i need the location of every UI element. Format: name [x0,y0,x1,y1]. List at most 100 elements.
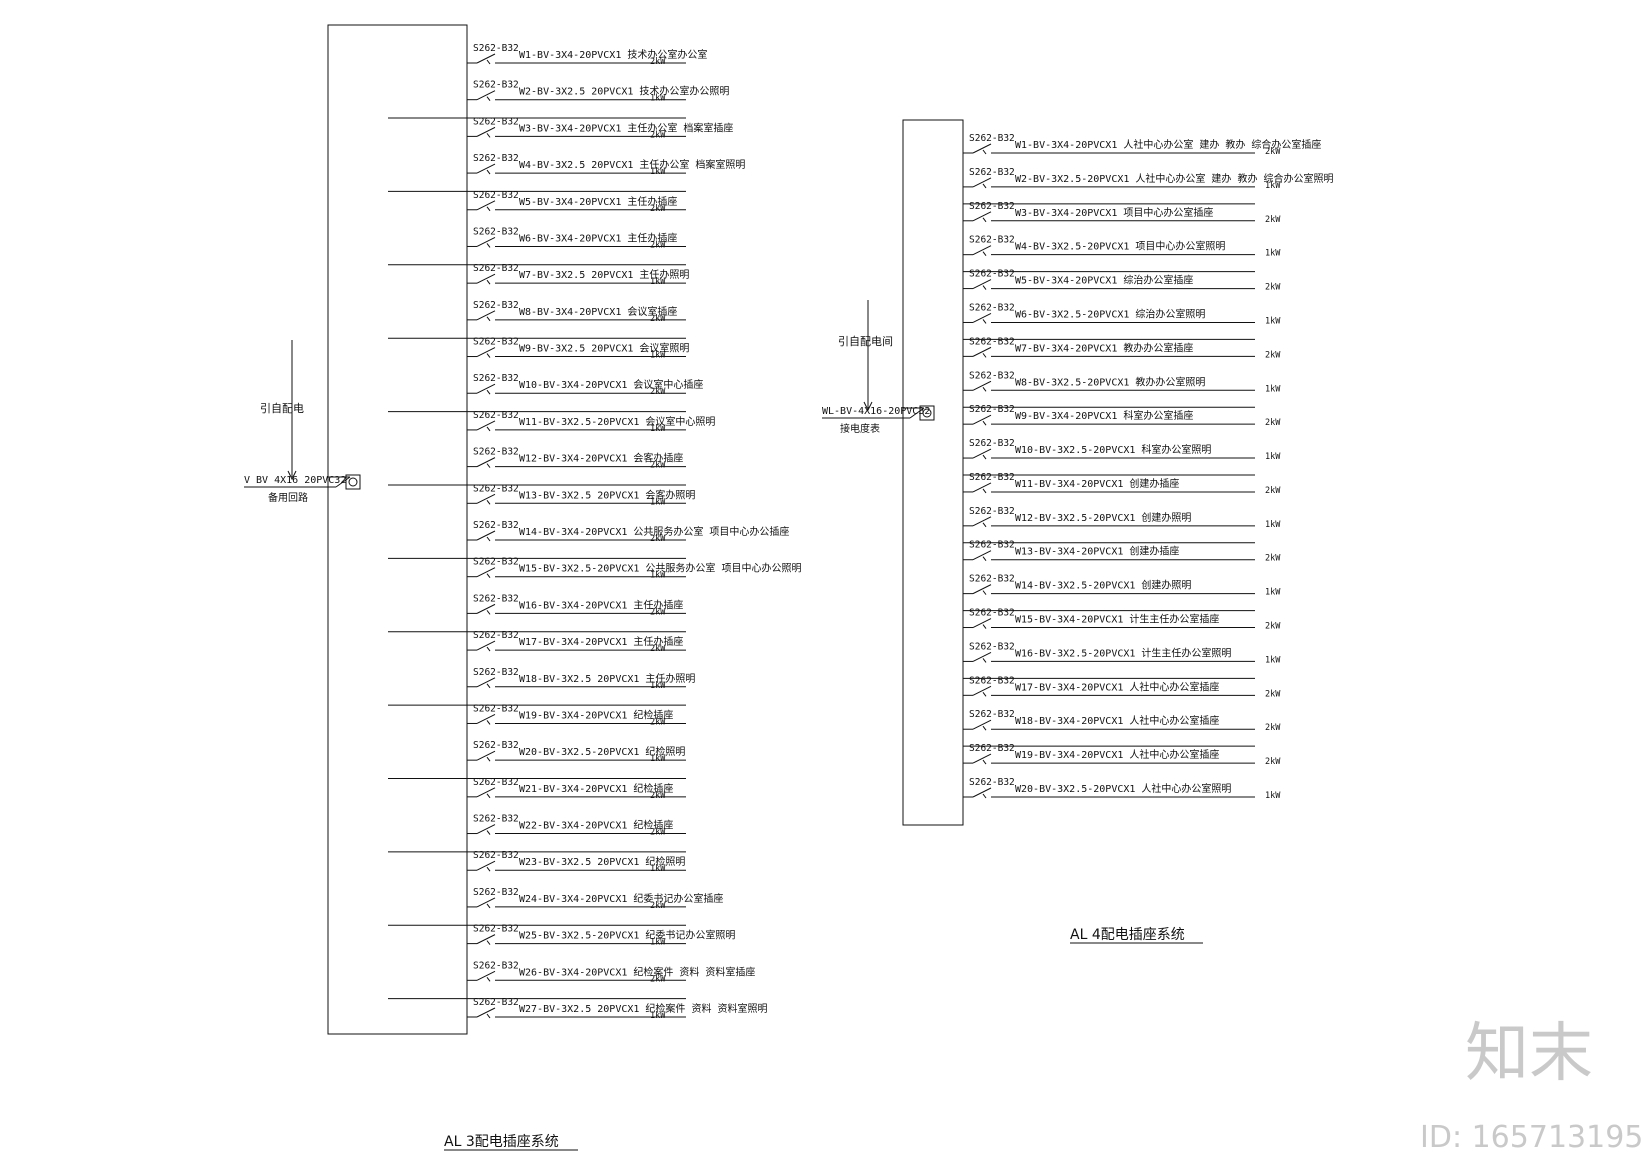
switch-mark [982,488,987,494]
breaker-label: S262-B32 [473,850,519,861]
circuit-label: W8-BV-3X4-20PVCX1 会议室插座 [519,305,677,318]
switch-mark [486,96,491,101]
circuit-label: W12-BV-3X2.5-20PVCX1 创建办照明 [1015,511,1191,524]
switch-blade [972,753,992,764]
power-label: 2kW [650,240,666,250]
switch-blade [972,516,992,527]
circuit-label: W6-BV-3X4-20PVCX1 主任办插座 [519,231,677,244]
switch-blade [476,824,496,834]
breaker-label: S262-B32 [473,190,519,201]
switch-mark [982,183,987,189]
circuit-label: W22-BV-3X4-20PVCX1 纪检插座 [519,819,673,832]
switch-blade [972,787,992,798]
circuit-label: W26-BV-3X4-20PVCX1 纪检案件 资料 资料室插座 [519,965,755,978]
switch-mark [486,59,491,65]
circuit-label: W18-BV-3X2.5 20PVCX1 主任办照明 [519,672,695,685]
breaker-label: S262-B32 [969,641,1015,652]
breaker-label: S262-B32 [969,608,1015,619]
circuit-label: W13-BV-3X4-20PVCX1 创建办插座 [1015,545,1179,558]
switch-blade [476,200,496,211]
circuit-label: W15-BV-3X4-20PVCX1 计生主任办公室插座 [1015,613,1219,626]
breaker-label: S262-B32 [969,269,1015,280]
meter-icon [348,477,358,487]
switch-blade [476,493,496,504]
switch-blade [476,237,496,247]
breaker-label: S262-B32 [473,777,519,788]
switch-mark [982,522,987,528]
feed-cable-label: V BV 4X16 20PVC32 [244,475,346,486]
power-label: 1kW [650,938,666,948]
power-label: 2kW [650,314,666,324]
breaker-label: S262-B32 [969,370,1015,381]
switch-blade [476,420,496,431]
switch-mark [486,793,491,799]
power-label: 1kW [1265,249,1281,259]
power-label: 2kW [650,717,666,727]
breaker-label: S262-B32 [969,777,1015,788]
switch-blade [476,640,496,651]
feed-cable-label: WL-BV-4X16-20PVC32 [822,406,930,417]
breaker-label: S262-B32 [969,133,1015,144]
watermark-logo: 知末 [1465,1017,1593,1091]
switch-mark [486,720,491,725]
breaker-label: S262-B32 [473,593,519,604]
switch-mark [486,133,491,138]
power-label: 1kW [1265,791,1281,801]
feed-label: 引自配电 [260,401,304,415]
breaker-label: S262-B32 [969,404,1015,415]
breaker-label: S262-B32 [473,924,519,935]
switch-mark [486,536,491,542]
circuit-label: W18-BV-3X4-20PVCX1 人社中心办公室插座 [1015,714,1219,727]
switch-blade [972,211,992,222]
meter-box [919,405,935,421]
switch-mark [982,149,987,155]
power-label: 1kW [1265,316,1281,326]
power-label: 1kW [1265,384,1281,394]
switch-blade [972,279,992,290]
switch-mark [982,590,987,595]
circuit-label: W15-BV-3X2.5-20PVCX1 公共服务办公室 项目中心办公照明 [519,562,801,575]
switch-mark [982,658,987,663]
circuit-label: W2-BV-3X2.5 20PVCX1 技术办公室办公照明 [519,85,729,98]
circuit-label: W5-BV-3X4-20PVCX1 综治办公室插座 [1015,274,1193,287]
switch-mark [982,454,987,460]
circuit-label: W8-BV-3X2.5-20PVCX1 教办办公室照明 [1015,375,1205,388]
circuit-label: W11-BV-3X4-20PVCX1 创建办插座 [1015,477,1179,490]
circuit-label: W4-BV-3X2.5 20PVCX1 主任办公室 档案室照明 [519,158,745,171]
switch-blade [476,860,496,871]
switch-blade [476,934,496,945]
switch-blade [476,677,496,688]
breaker-label: S262-B32 [473,410,519,421]
switch-mark [982,793,987,799]
switch-blade [972,143,992,154]
switch-mark [486,610,491,615]
switch-blade [476,603,496,614]
switch-mark [486,683,491,689]
breaker-label: S262-B32 [473,520,519,531]
circuit-label: W19-BV-3X4-20PVCX1 纪检插座 [519,708,673,721]
power-label: 1kW [650,681,666,691]
power-label: 2kW [1265,350,1281,360]
switch-blade [476,970,496,981]
breaker-label: S262-B32 [473,43,519,54]
circuit-label: W14-BV-3X4-20PVCX1 公共服务办公室 项目中心办公插座 [519,525,789,538]
panel-enclosure [902,119,964,826]
switch-mark [982,251,987,256]
circuit-label: W5-BV-3X4-20PVCX1 主任办插座 [519,195,677,208]
